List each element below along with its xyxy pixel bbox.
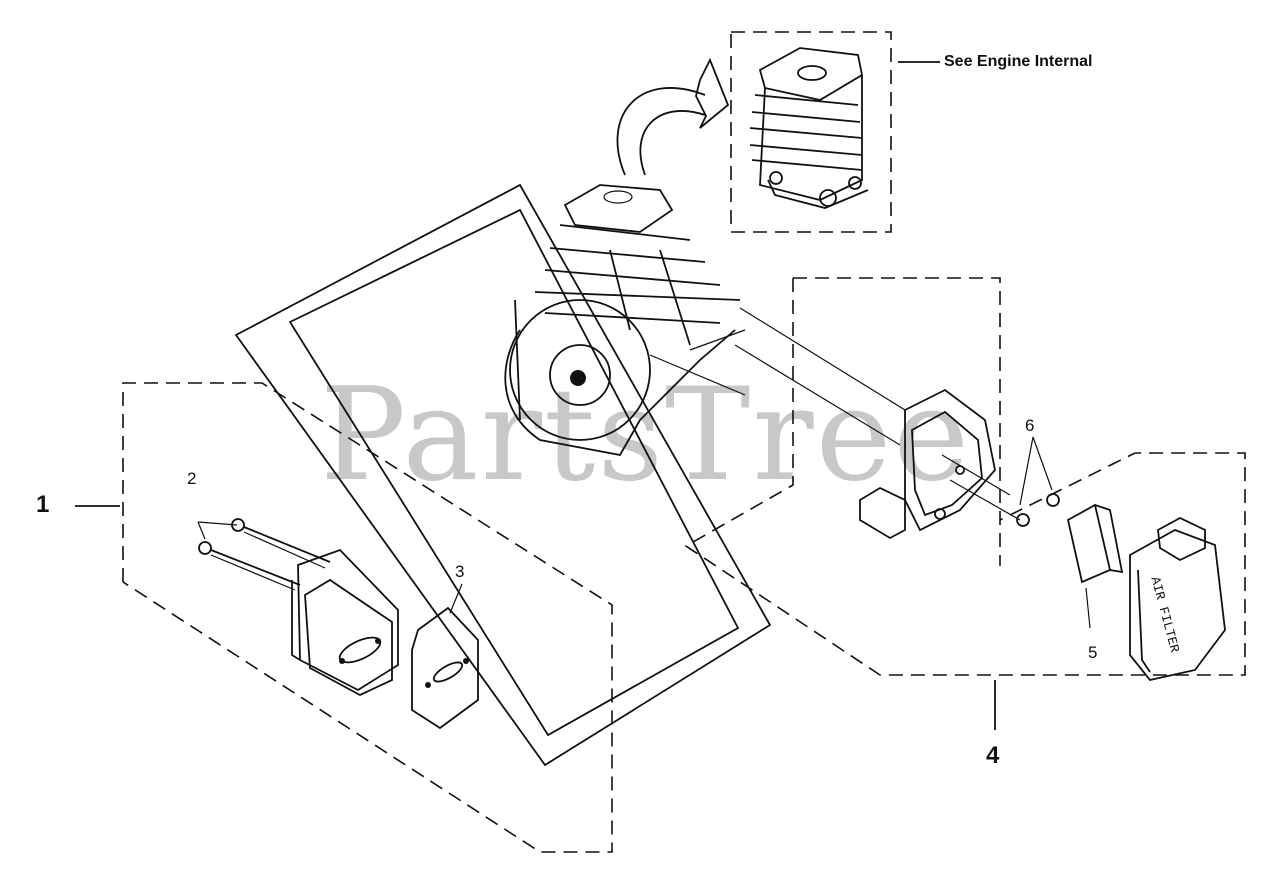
arrow-to-cylinder bbox=[616, 57, 730, 176]
air-filter-cover bbox=[1129, 516, 1226, 682]
air-filter-group-box bbox=[684, 277, 1246, 730]
callout-5: 5 bbox=[1088, 643, 1098, 662]
see-engine-internal-note: See Engine Internal bbox=[944, 53, 1093, 70]
callout-3: 3 bbox=[455, 562, 465, 581]
callout-2: 2 bbox=[187, 469, 197, 488]
filter-element bbox=[1066, 503, 1124, 629]
nuts bbox=[1016, 436, 1060, 527]
engine-assembly bbox=[504, 184, 746, 457]
muffler-screws bbox=[197, 518, 331, 591]
watermark: PartsTree bbox=[320, 361, 972, 510]
gasket-outline bbox=[234, 183, 772, 767]
cylinder-inset bbox=[730, 31, 940, 233]
callout-4: 4 bbox=[986, 742, 1000, 769]
heat-shield-plate bbox=[411, 583, 479, 730]
muffler-group-box bbox=[75, 382, 613, 853]
callout-1: 1 bbox=[36, 491, 50, 518]
muffler-body bbox=[291, 548, 399, 697]
callout-6: 6 bbox=[1025, 416, 1035, 435]
air-filter-base bbox=[734, 307, 1021, 540]
